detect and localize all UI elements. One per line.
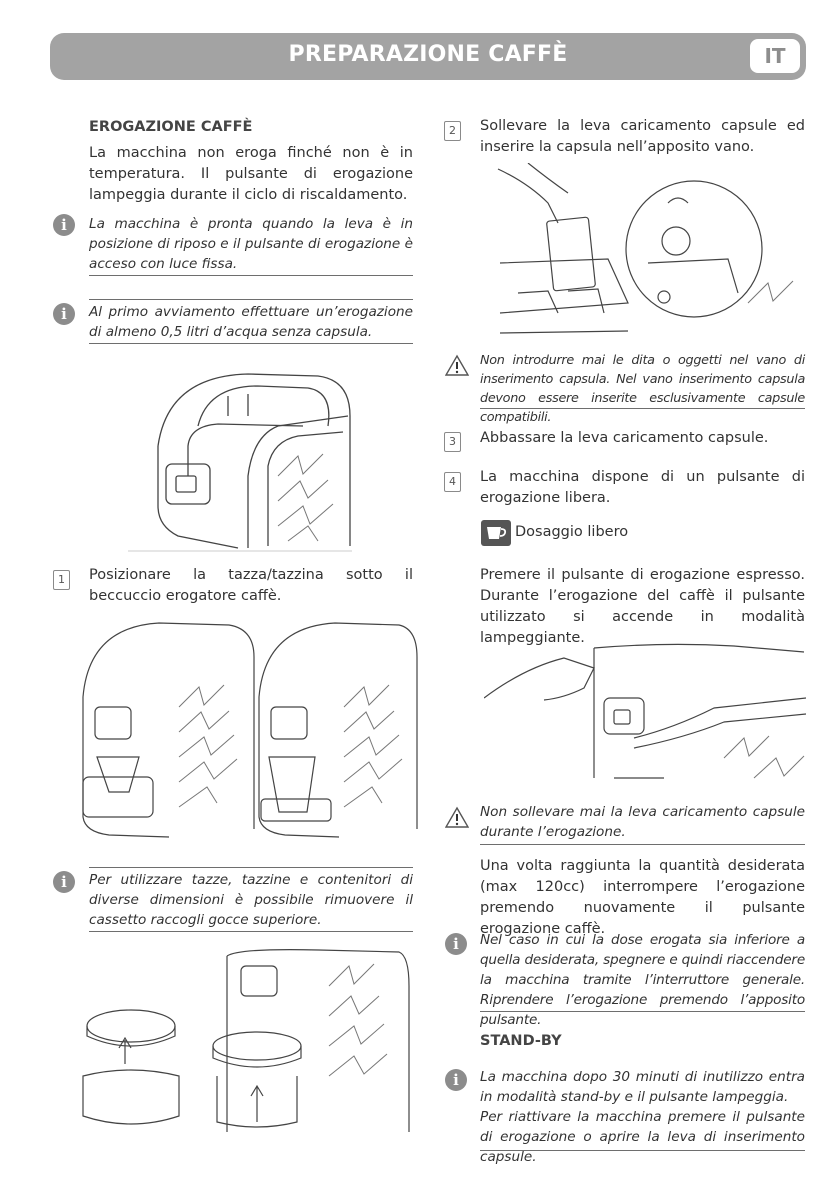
warning-box-capsule: Non introdurre mai le dita o oggetti nel…	[480, 351, 805, 425]
step-4-text: La macchina dispone di un pulsante di er…	[480, 469, 805, 506]
step-2-text: Sollevare la leva caricamento capsule ed…	[480, 118, 805, 155]
capsule-insertion-illustration	[497, 163, 794, 334]
drip-tray-illustration	[82, 949, 410, 1132]
info-icon: i	[445, 933, 467, 955]
info-icon: i	[53, 871, 75, 893]
note-box-standby: La macchina dopo 30 minuti di inutilizzo…	[480, 1066, 805, 1165]
standby-note-text-2: Per riattivare la macchina premere il pu…	[480, 1109, 805, 1165]
note-cup-sizes-text: Per utilizzare tazze, tazzine e contenit…	[89, 872, 413, 928]
standby-note-text-1: La macchina dopo 30 minuti di inutilizzo…	[480, 1069, 805, 1105]
info-icon: i	[53, 303, 75, 325]
page-header: PREPARAZIONE CAFFÈ IT	[50, 33, 806, 80]
stop-dispensing-text: Una volta raggiunta la quantità desidera…	[480, 858, 805, 937]
intro-paragraph: La macchina non eroga finché non è in te…	[89, 145, 413, 203]
note-box-first-start: Al primo avviamento effettuare un’erogaz…	[89, 299, 413, 344]
warning-triangle-icon	[445, 806, 469, 828]
section-heading-standby: STAND-BY	[480, 1033, 562, 1049]
step-number-2: 2	[444, 121, 461, 141]
section-heading-erogazione: EROGAZIONE CAFFÈ	[89, 119, 253, 135]
machines-with-cups-illustration	[82, 622, 418, 838]
note-low-dose-text: Nel caso in cui la dose erogata sia infe…	[480, 932, 805, 1028]
step-1-text: Posizionare la tazza/tazzina sotto il be…	[89, 567, 413, 604]
info-icon: i	[53, 214, 75, 236]
press-button-text: Premere il pulsante di erogazione espres…	[480, 567, 805, 646]
language-badge: IT	[750, 39, 800, 73]
step-3-text: Abbassare la leva caricamento capsule.	[480, 430, 769, 446]
warning-triangle-icon	[445, 354, 469, 376]
warning-box-lever: Non sollevare mai la leva caricamento ca…	[480, 801, 805, 845]
note-box-cup-sizes: Per utilizzare tazze, tazzine e contenit…	[89, 867, 413, 932]
warning-lever-text: Non sollevare mai la leva caricamento ca…	[480, 804, 805, 840]
machine-illustration	[128, 373, 352, 552]
note-ready-text: La macchina è pronta quando la leva è in…	[89, 216, 413, 272]
note-box-ready: La macchina è pronta quando la leva è in…	[89, 212, 413, 276]
dosage-label: Dosaggio libero	[515, 524, 629, 540]
page-title: PREPARAZIONE CAFFÈ	[288, 42, 568, 67]
warning-capsule-text: Non introdurre mai le dita o oggetti nel…	[480, 353, 805, 425]
info-icon: i	[445, 1069, 467, 1091]
press-button-illustration	[484, 643, 806, 779]
note-first-start-text: Al primo avviamento effettuare un’erogaz…	[89, 304, 413, 340]
espresso-cup-icon	[481, 520, 511, 546]
note-box-low-dose: Nel caso in cui la dose erogata sia infe…	[480, 929, 805, 1028]
step-number-1: 1	[53, 570, 70, 590]
step-number-4: 4	[444, 472, 461, 492]
step-number-3: 3	[444, 432, 461, 452]
